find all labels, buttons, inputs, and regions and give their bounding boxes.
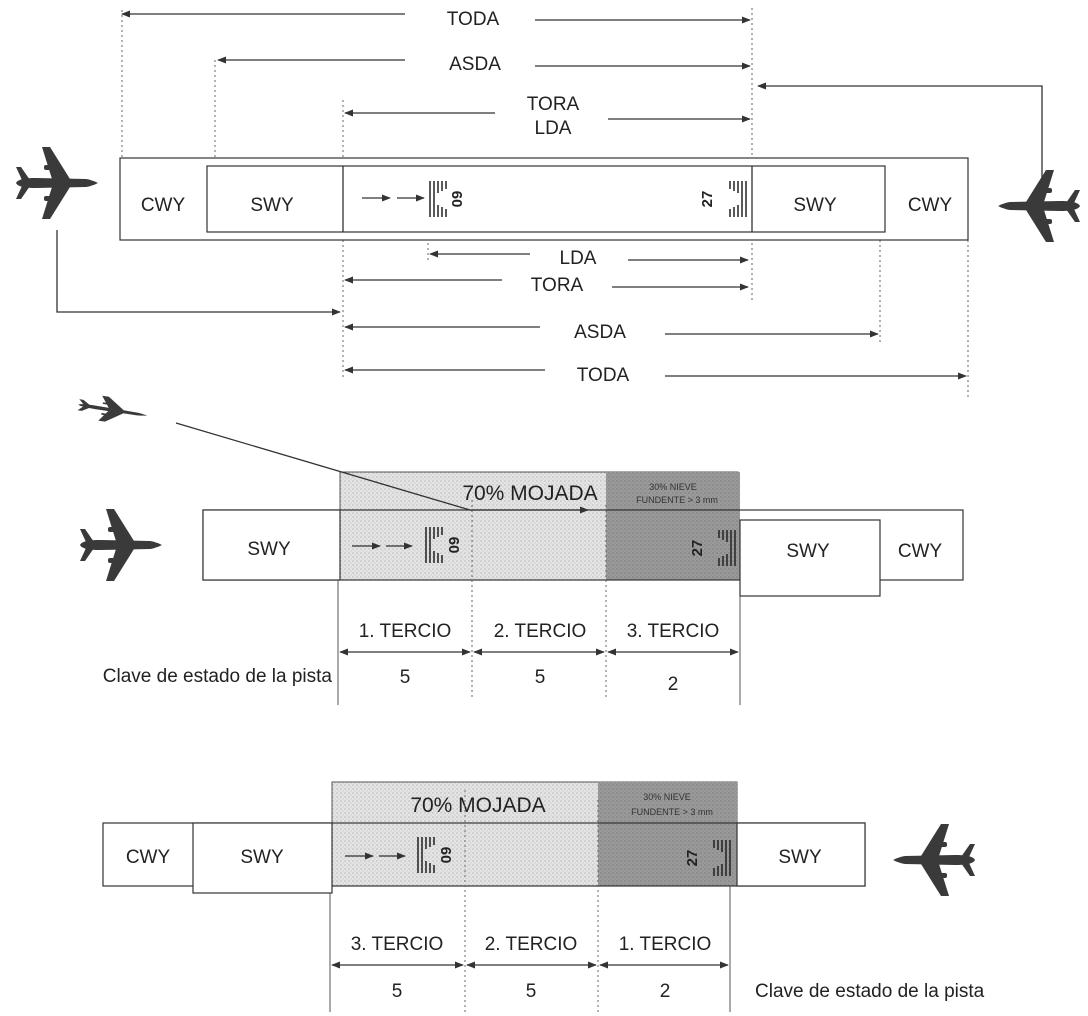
- top-toda-label: TODA: [447, 9, 500, 30]
- airplane-icon: [998, 170, 1080, 242]
- cwy-left-label: CWY: [126, 847, 171, 868]
- threshold-27-label: 27: [684, 850, 701, 867]
- airplane-icon: [893, 824, 975, 896]
- wet-label: 70% MOJADA: [410, 794, 545, 817]
- airplane-icon: [16, 147, 98, 219]
- third-label-3: 3. TERCIO: [627, 621, 720, 642]
- top-asda-label: ASDA: [449, 54, 501, 75]
- diagram-runway-condition-landing-09: 70% MOJADA 30% NIEVE FUNDENTE > 3 mm SWY…: [76, 392, 964, 705]
- snow-label-1: 30% NIEVE: [649, 482, 697, 492]
- bottom-tora-label: TORA: [531, 275, 584, 296]
- top-lda-label: LDA: [535, 118, 572, 139]
- snow-label-2: FUNDENTE > 3 mm: [631, 807, 713, 817]
- approach-airplane-icon: [76, 392, 150, 429]
- threshold-27-label: 27: [689, 540, 706, 557]
- third-label-2: 2. TERCIO: [485, 934, 578, 955]
- wet-label: 70% MOJADA: [462, 482, 597, 505]
- swy-right-label: SWY: [778, 847, 822, 868]
- top-tora-label: TORA: [527, 94, 580, 115]
- threshold-09-label: 09: [446, 537, 463, 554]
- code-value-2: 5: [535, 667, 546, 688]
- snow-label-2: FUNDENTE > 3 mm: [636, 495, 718, 505]
- bottom-asda-label: ASDA: [574, 322, 626, 343]
- bottom-toda-label: TODA: [577, 365, 630, 386]
- swy-left-label: SWY: [240, 847, 284, 868]
- runway-condition-code-label: Clave de estado de la pista: [755, 981, 985, 1002]
- swy-right-label: SWY: [786, 541, 830, 562]
- third-label-3: 3. TERCIO: [351, 934, 444, 955]
- swy-left-label: SWY: [247, 539, 291, 560]
- cwy-right-label: CWY: [898, 541, 943, 562]
- third-label-2: 2. TERCIO: [494, 621, 587, 642]
- snow-label-1: 30% NIEVE: [643, 792, 691, 802]
- threshold-09-label: 09: [449, 191, 466, 208]
- diagram-runway-condition-landing-27: 70% MOJADA 30% NIEVE FUNDENTE > 3 mm CWY…: [102, 781, 985, 1012]
- threshold-09-label: 09: [438, 847, 455, 864]
- right-swy-label: SWY: [793, 195, 837, 216]
- airplane-icon: [80, 509, 162, 581]
- code-value-2: 5: [526, 981, 537, 1002]
- code-value-3: 5: [392, 981, 403, 1002]
- bottom-lda-label: LDA: [560, 248, 597, 269]
- diagram-declared-distances: TODA ASDA TORA LDA CWY SWY SWY CWY 09 27: [16, 8, 1080, 400]
- code-value-3: 2: [668, 674, 679, 695]
- threshold-27-label: 27: [699, 191, 716, 208]
- third-label-1: 1. TERCIO: [619, 934, 712, 955]
- third-label-1: 1. TERCIO: [359, 621, 452, 642]
- right-cwy-label: CWY: [908, 195, 953, 216]
- left-cwy-label: CWY: [141, 195, 186, 216]
- code-value-1: 2: [660, 981, 671, 1002]
- runway-condition-code-label: Clave de estado de la pista: [103, 666, 333, 687]
- left-swy-label: SWY: [250, 195, 294, 216]
- code-value-1: 5: [400, 667, 411, 688]
